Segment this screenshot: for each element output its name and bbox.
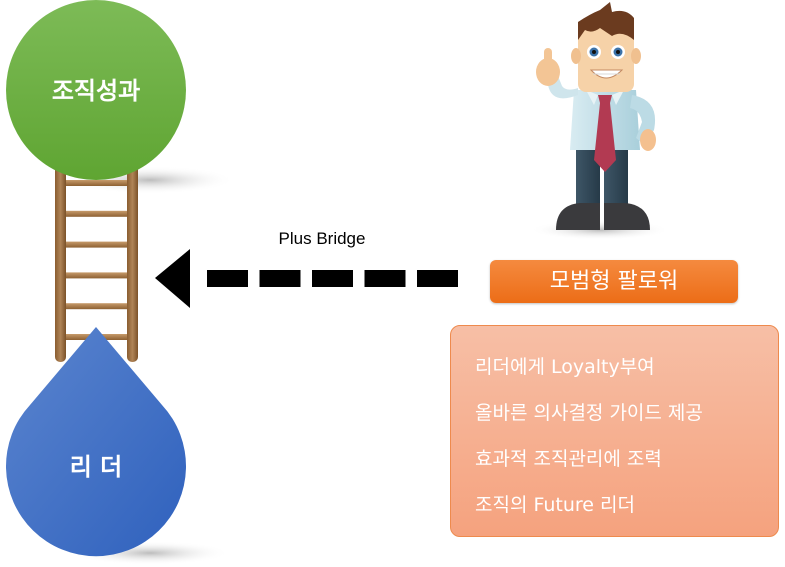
- businessman-thumbs-up-icon: [530, 2, 670, 240]
- plus-bridge-arrow: [155, 249, 458, 308]
- leader-label: 리 더: [70, 453, 123, 481]
- org-performance-circle: 조직성과: [6, 0, 186, 180]
- arrow-head-icon: [155, 249, 190, 308]
- trait-item: 올바른 의사결정 가이드 제공: [475, 402, 703, 424]
- trait-item: 효과적 조직관리에 조력: [475, 448, 662, 470]
- ladder-rung: [66, 303, 127, 310]
- arrow-dash: [417, 270, 458, 287]
- arrow-dash: [207, 270, 248, 287]
- ladder-rung: [66, 180, 127, 186]
- exemplary-follower-button[interactable]: 모범형 팔로워: [490, 260, 738, 303]
- trait-item: 조직의 Future 리더: [475, 494, 635, 516]
- arrow-dash: [259, 270, 301, 287]
- arrow-dash: [364, 270, 406, 287]
- ladder-rung: [66, 241, 127, 248]
- plus-bridge-label: Plus Bridge: [278, 229, 366, 248]
- ladder-rung: [66, 210, 127, 217]
- follower-traits-box: 리더에게 Loyalty부여 올바른 의사결정 가이드 제공 효과적 조직관리에…: [450, 325, 779, 537]
- arrow-dash: [312, 270, 353, 287]
- ladder-rung: [66, 272, 127, 279]
- trait-item: 리더에게 Loyalty부여: [475, 356, 655, 378]
- ladder-rail-left: [55, 160, 66, 362]
- ladder-rail-right: [127, 160, 138, 362]
- leader-drop: 리 더: [6, 327, 187, 557]
- org-performance-label: 조직성과: [52, 77, 140, 105]
